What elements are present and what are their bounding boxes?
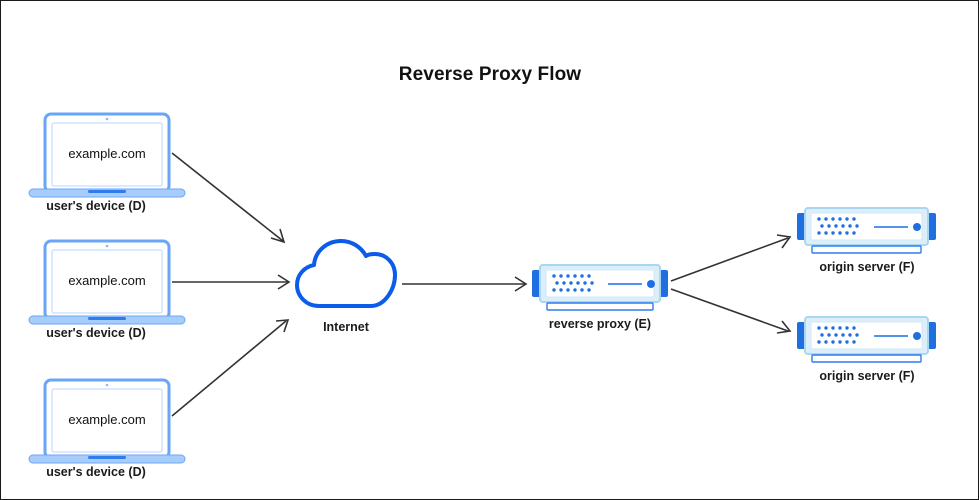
device-bottom-label: user's device (D): [46, 465, 146, 479]
server-status-dot-icon: [913, 223, 921, 231]
laptop-screen-text: example.com: [68, 412, 145, 427]
server-vent-dots-icon: [817, 217, 859, 235]
edge-device-middle-to-internet: [172, 274, 291, 290]
laptop-trackpad: [88, 317, 126, 320]
laptop-camera-icon: [105, 383, 109, 387]
edge-reverse-proxy-to-origin-bottom: [670, 288, 792, 334]
edge-device-top-to-internet: [171, 152, 286, 244]
device-top-label: user's device (D): [46, 199, 146, 213]
server-status-dot-icon: [913, 332, 921, 340]
edge-internet-to-reverse-proxy: [402, 276, 528, 292]
laptop-screen: [51, 388, 163, 453]
server-vent-dots-icon: [552, 274, 594, 292]
origin-server-top-label: origin server (F): [819, 260, 914, 274]
edge-reverse-proxy-to-origin-top: [670, 234, 792, 282]
server-shelf: [811, 354, 922, 363]
laptop-trackpad: [88, 456, 126, 459]
internet-cloud[interactable]: Internet: [295, 239, 397, 334]
cloud-icon: [295, 239, 397, 308]
laptop-camera-icon: [105, 117, 109, 121]
laptop-screen: [51, 122, 163, 187]
reverse-proxy-label: reverse proxy (E): [549, 317, 651, 331]
device-top[interactable]: example.com user's device (D): [28, 112, 186, 213]
origin-server-top[interactable]: origin server (F): [797, 207, 936, 274]
device-bottom[interactable]: example.com user's device (D): [28, 378, 186, 479]
laptop-trackpad: [88, 190, 126, 193]
laptop-screen-text: example.com: [68, 146, 145, 161]
reverse-proxy[interactable]: reverse proxy (E): [532, 264, 668, 331]
origin-server-bottom-label: origin server (F): [819, 369, 914, 383]
internet-label: Internet: [323, 320, 370, 334]
edge-device-bottom-to-internet: [171, 319, 290, 417]
laptop-screen: [51, 249, 163, 314]
device-middle-label: user's device (D): [46, 326, 146, 340]
server-status-dot-icon: [647, 280, 655, 288]
server-shelf: [811, 245, 922, 254]
laptop-camera-icon: [105, 244, 109, 248]
laptop-screen-text: example.com: [68, 273, 145, 288]
page-title: Reverse Proxy Flow: [399, 64, 582, 85]
origin-server-bottom[interactable]: origin server (F): [797, 316, 936, 383]
device-middle[interactable]: example.com user's device (D): [28, 239, 186, 340]
server-vent-dots-icon: [817, 326, 859, 344]
server-shelf: [546, 302, 654, 311]
